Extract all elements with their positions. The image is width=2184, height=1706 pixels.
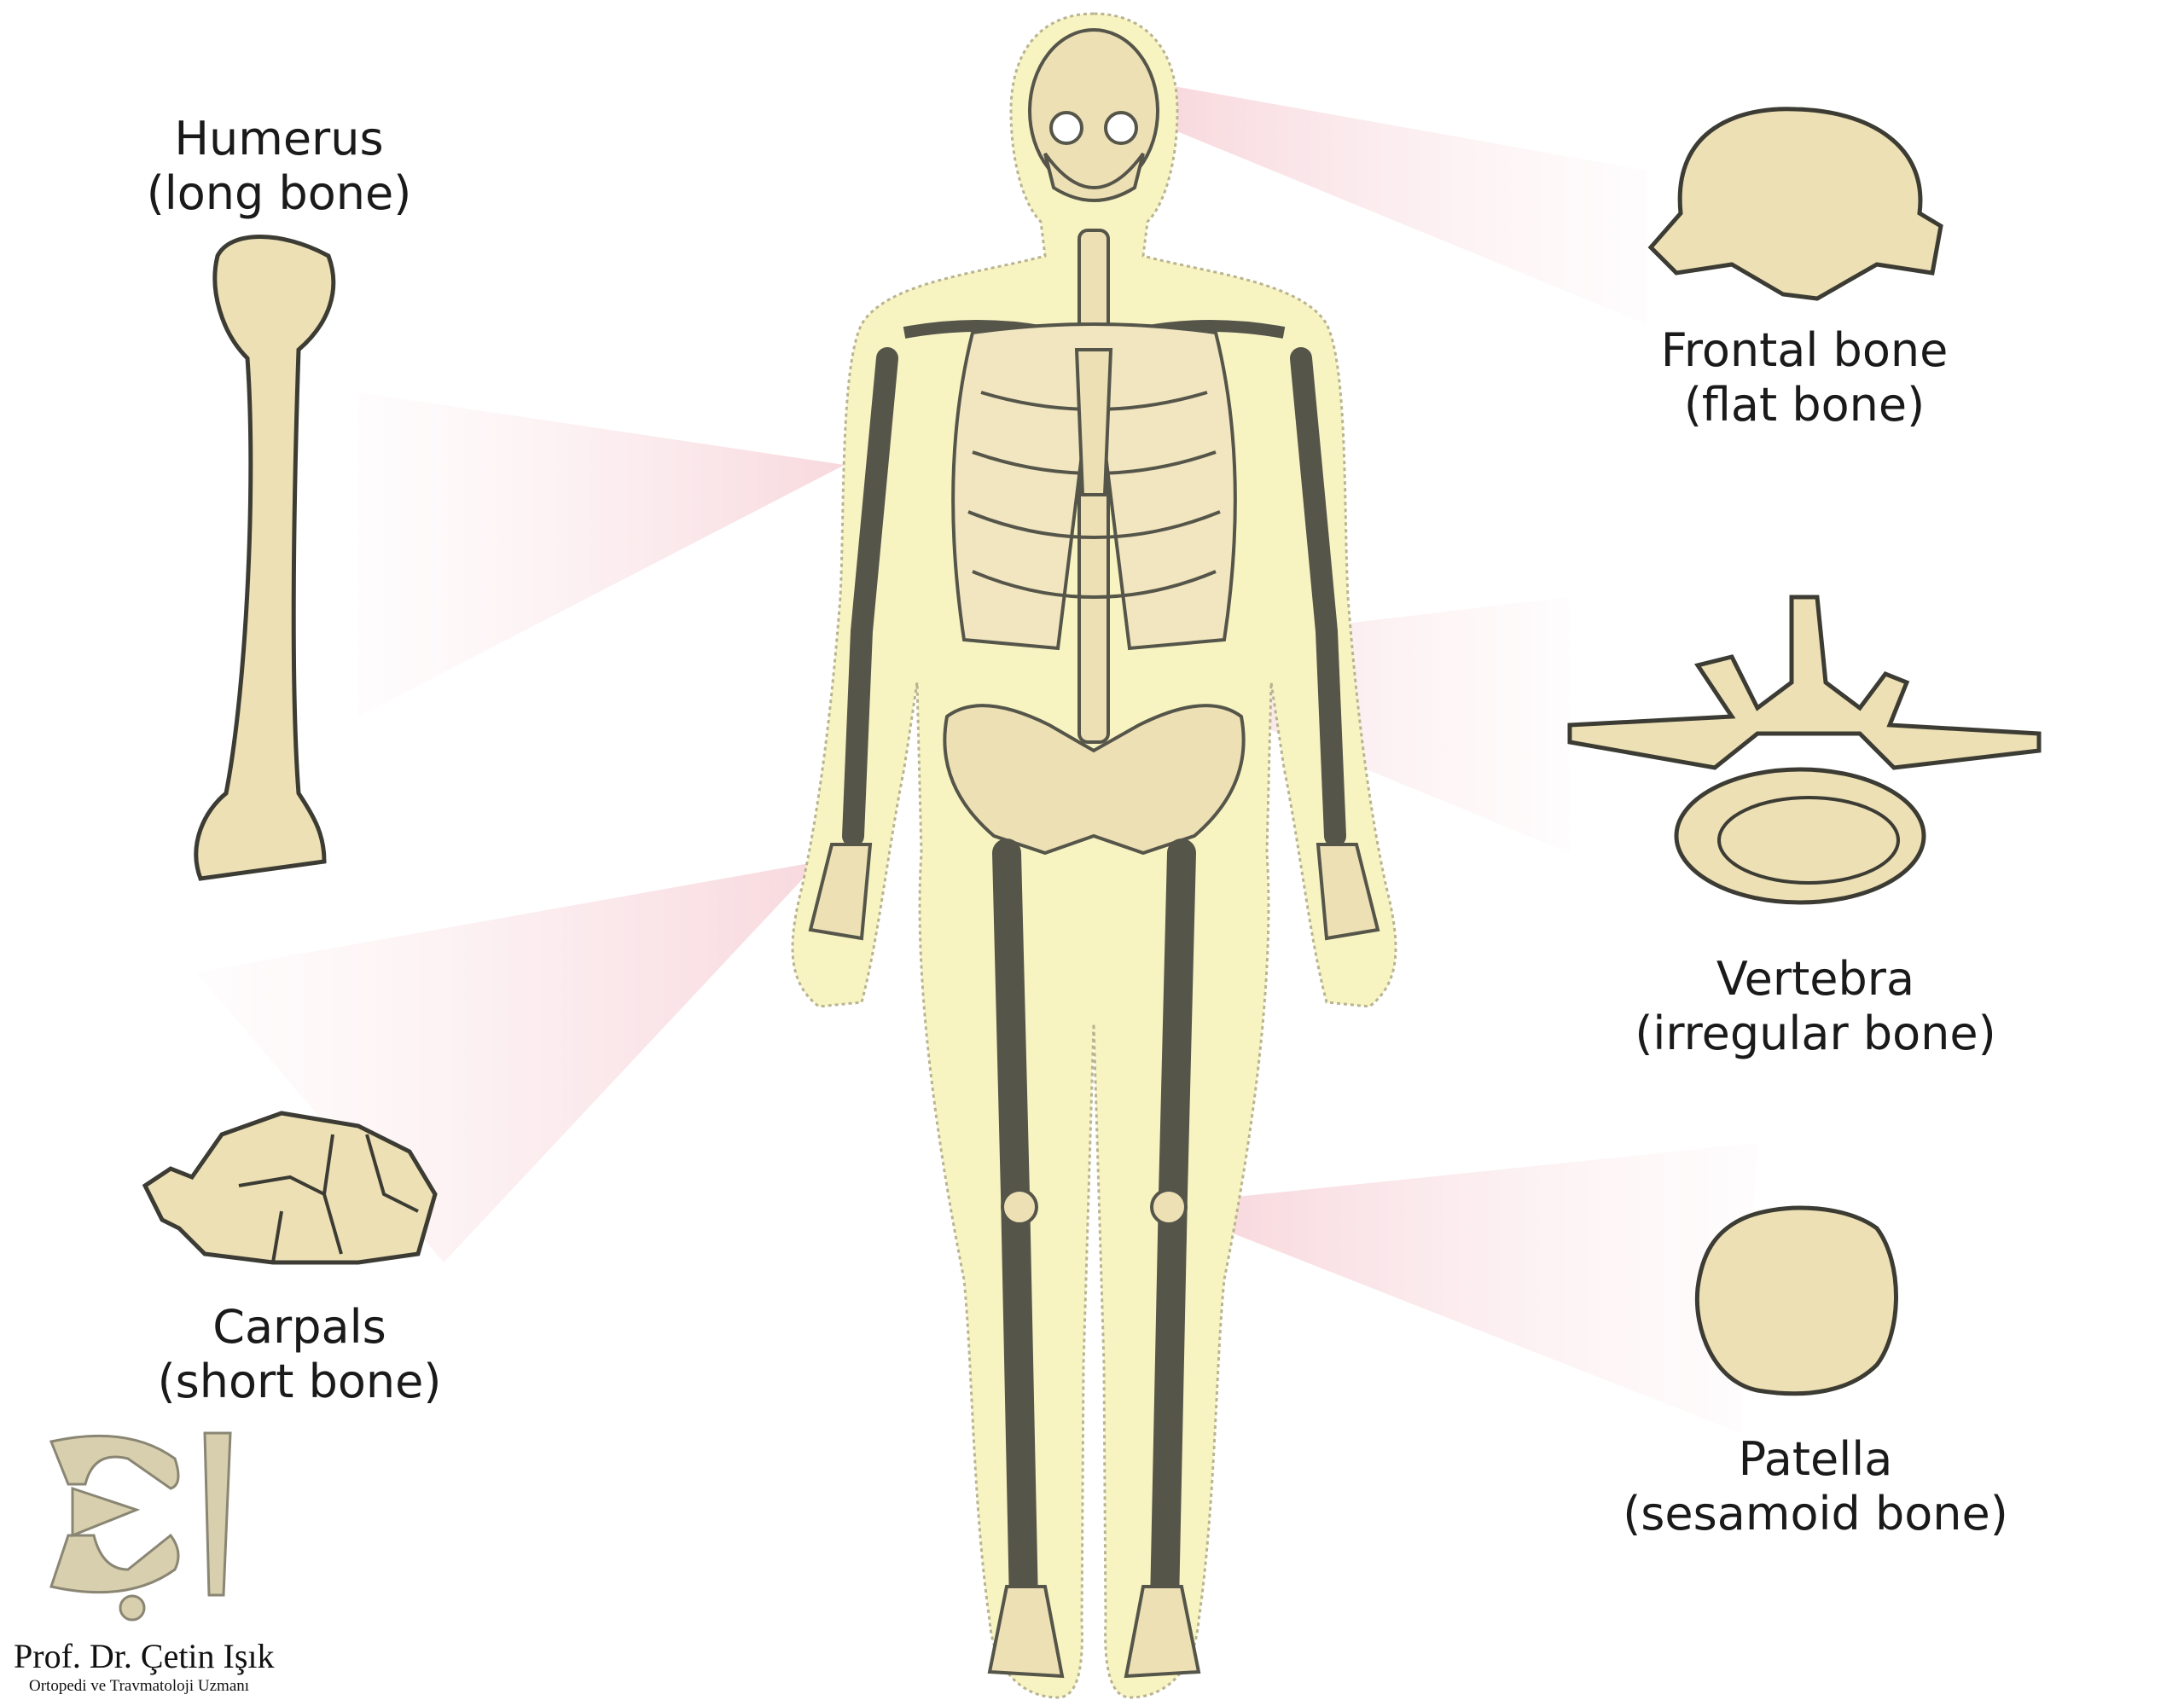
frontal-name: Frontal bone [1660,323,1949,377]
frontal-bone [1647,107,1943,301]
logo-mark [49,1431,232,1622]
patella-bone [1694,1205,1898,1396]
logo-name: Prof. Dr. Çetin Işık [14,1637,275,1675]
patella-type: (sesamoid bone) [1623,1487,2008,1541]
logo-subtitle: Ortopedi ve Travmatoloji Uzmanı [29,1677,250,1695]
frontal-type: (flat bone) [1683,378,1926,432]
humerus-type: (long bone) [146,166,412,220]
humerus-name: Humerus [174,112,384,165]
ray-humerus [358,392,845,717]
carpals-label: Carpals (short bone) [158,1300,442,1409]
carpals-name: Carpals [212,1300,386,1354]
carpals-type: (short bone) [157,1355,442,1408]
vertebra-bone [1567,595,2042,905]
humerus-label: Humerus (long bone) [147,112,412,221]
skeleton [808,28,1380,1679]
carpals-bone [142,1111,438,1265]
vertebra-type: (irregular bone) [1635,1007,1996,1060]
humerus-bone [194,235,336,881]
ray-carpals [196,862,819,1262]
vertebra-label: Vertebra (irregular bone) [1635,952,1995,1061]
ray-frontal [1169,85,1647,324]
body-silhouette [791,12,1397,1699]
patella-label: Patella (sesamoid bone) [1623,1432,2008,1541]
patella-name: Patella [1738,1432,1893,1486]
ray-patella [1220,1143,1757,1433]
frontal-label: Frontal bone (flat bone) [1661,323,1949,432]
vertebra-name: Vertebra [1716,952,1915,1006]
